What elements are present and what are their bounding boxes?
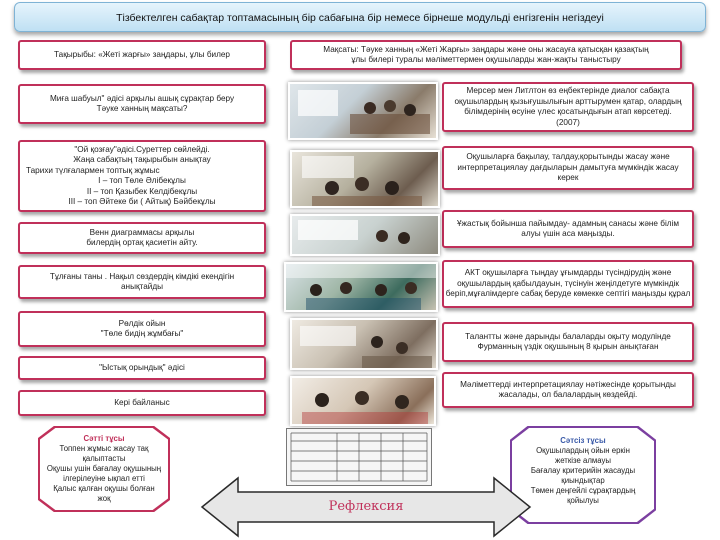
ict-box: АКТ оқушыларға тыңдау ұғымдарды түсіндір…	[442, 260, 694, 308]
strengths-line-2: қалыптасты	[82, 454, 126, 463]
skills-line-3: керек	[557, 173, 579, 183]
classroom-photo-2-illustration	[302, 156, 422, 206]
ict-line-3: беріп,мұғалімдерге сабақ беруде көмекке …	[445, 289, 691, 299]
reflection-arrow	[200, 476, 532, 538]
strengths-panel: Сәтті тұсы Топпен жұмыс жасау тақ қалыпт…	[40, 428, 168, 510]
gifted-line-1: Талантты және дарынды балаларды оқыту мо…	[465, 331, 671, 341]
brainstorm-line-1: Миға шабуыл" әдісі арқылы ашық сұрақтар …	[49, 93, 235, 103]
assessment-sheet	[286, 428, 432, 486]
skills-line-2: интерпретациялау дағдыларын дамытуға мүм…	[457, 162, 679, 172]
weaknesses-line-3: Бағалау критерийін жасауды	[530, 466, 636, 475]
mercer-line-3: білімдерінің өсуіне үлес қосатындығын ат…	[464, 107, 672, 116]
strengths-line-4: ілгерілеуіне ықпал етті	[63, 474, 145, 483]
weaknesses-line-5: Төмен деңгейлі сұрақтардың	[530, 486, 636, 495]
mercer-box: Мерсер мен Литлтон өз еңбектерінде диало…	[442, 82, 694, 132]
strengths-line-5: Қалыс қалған оқушы болған	[53, 484, 155, 493]
interpretation-line-1: Мәліметтерді интерпретациялау нәтіжесінд…	[460, 379, 676, 389]
ict-line-2: оқушылардың қабылдауын, түсінуін жеңілде…	[457, 278, 679, 288]
classroom-photo-5-illustration	[300, 326, 432, 368]
hot-seat-text: "Ыстық орындық" әдісі	[99, 362, 185, 372]
think-box: "Ой қозғау"әдісі.Суреттер сөйлейді. Жаңа…	[18, 140, 266, 212]
reasoning-box: Ұжастық бойынша пайымдау- адамның санасы…	[442, 210, 694, 248]
classroom-photo-4	[284, 262, 438, 312]
roleplay-line-1: Рөлдік ойын	[118, 318, 166, 328]
weaknesses-line-4: қиындықтар	[561, 476, 605, 485]
strengths-line-6: жоқ	[97, 494, 111, 503]
identify-line-2: анықтайды	[121, 282, 163, 291]
weaknesses-title: Сәтсіз тұсы	[560, 436, 606, 445]
skills-box: Оқушыларға бақылау, талдау,қорытынды жас…	[442, 146, 694, 190]
roleplay-box: Рөлдік ойын "Төле бидің жұмбағы"	[18, 311, 266, 347]
mercer-line-4: (2007)	[556, 117, 580, 127]
weaknesses-line-6: қойылуы	[567, 496, 599, 505]
venn-box: Венн диаграммасы арқылы билердің ортақ қ…	[18, 222, 266, 254]
think-line-5: ІІ – топ Қазыбек Келдібекұлы	[86, 186, 198, 196]
roleplay-line-2: "Төле бидің жұмбағы"	[100, 329, 184, 338]
interpretation-box: Мәліметтерді интерпретациялау нәтіжесінд…	[442, 372, 694, 408]
assessment-sheet-grid	[290, 432, 428, 482]
strengths-line-1: Топпен жұмыс жасау тақ	[59, 444, 149, 453]
classroom-photo-5	[290, 318, 438, 370]
weaknesses-line-1: Оқушылардың ойын еркін	[536, 446, 630, 455]
think-line-4: І – топ Төле Әлібекұлы	[98, 176, 186, 185]
identify-box: Тұлғаны таны . Нақыл сөздердің кімдікі е…	[18, 265, 266, 299]
reasoning-line-2: алуы үшін аса маңызды.	[521, 229, 615, 238]
identify-line-1: Тұлғаны таны . Нақыл сөздердің кімдікі е…	[49, 271, 235, 281]
skills-line-1: Оқушыларға бақылау, талдау,қорытынды жас…	[466, 152, 670, 162]
think-line-1: "Ой қозғау"әдісі.Суреттер сөйлейді.	[74, 144, 210, 154]
classroom-photo-1	[288, 82, 438, 140]
topic-box: Тақырыбы: «Жеті жарғы» заңдары, ұлы биле…	[18, 40, 266, 70]
weaknesses-panel: Сәтсіз тұсы Оқушылардың ойын еркін жеткі…	[512, 428, 654, 522]
gifted-box: Талантты және дарынды балаларды оқыту мо…	[442, 322, 694, 362]
think-line-6: ІІІ – топ Әйтеке би ( Айтық) Бәйбекұлы	[68, 197, 216, 206]
brainstorm-line-2: Тәуке ханның мақсаты?	[96, 104, 188, 113]
goal-box: Мақсаты: Тәуке ханның «Жеті Жарғы» заңда…	[290, 40, 682, 70]
classroom-photo-4-illustration	[286, 264, 436, 310]
reasoning-line-1: Ұжастық бойынша пайымдау- адамның санасы…	[456, 218, 679, 228]
classroom-photo-2	[290, 150, 440, 208]
classroom-photo-1-illustration	[298, 90, 430, 134]
brainstorm-box: Миға шабуыл" әдісі арқылы ашық сұрақтар …	[18, 84, 266, 124]
think-line-2: Жаңа сабақтың тақырыбын анықтау	[73, 155, 211, 164]
venn-line-2: билердің ортақ қасиетін айту.	[86, 238, 198, 247]
feedback-text: Кері байланыс	[114, 397, 170, 407]
reflection-label: Рефлексия	[328, 499, 404, 514]
mercer-line-1: Мерсер мен Литлтон өз еңбектерінде диало…	[466, 86, 670, 95]
classroom-photo-3	[290, 214, 440, 256]
gifted-line-2: Фурманның үздік оқушының 8 қырын анықтағ…	[477, 342, 659, 351]
topic-text: Тақырыбы: «Жеті жарғы» заңдары, ұлы биле…	[54, 49, 230, 59]
mercer-line-2: оқушылардың қызығушылығын арттырумен қат…	[454, 96, 682, 106]
weaknesses-line-2: жеткізе алмауы	[555, 456, 611, 465]
feedback-box: Кері байланыс	[18, 390, 266, 416]
interpretation-line-2: жасалады, ол балалардың көздейді.	[498, 390, 638, 399]
think-line-3: Тарихи түлғалармен топтық жұмыс	[26, 165, 160, 175]
hot-seat-box: "Ыстық орындық" әдісі	[18, 356, 266, 380]
classroom-photo-6	[290, 376, 436, 426]
ict-line-1: АКТ оқушыларға тыңдау ұғымдарды түсіндір…	[464, 268, 672, 278]
classroom-photo-6-illustration	[302, 391, 428, 424]
venn-line-1: Венн диаграммасы арқылы	[89, 227, 195, 237]
strengths-title: Сәтті тұсы	[83, 434, 125, 443]
classroom-photo-3-illustration	[298, 220, 410, 244]
goal-line-2: ұлы билері туралы мәліметтермен оқушылар…	[351, 55, 621, 64]
goal-line-1: Мақсаты: Тәуке ханның «Жеті Жарғы» заңда…	[323, 44, 649, 54]
page-title: Тізбектелген сабақтар топтамасының бір с…	[14, 2, 706, 32]
strengths-line-3: Оқушы ушін бағалау оқушының	[46, 464, 162, 473]
